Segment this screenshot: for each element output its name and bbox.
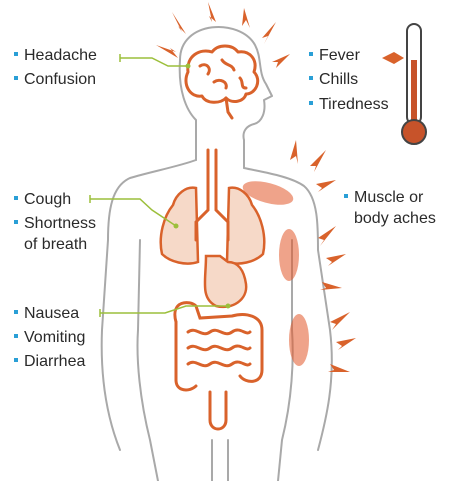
label-of-breath: of breath <box>14 235 87 255</box>
label-headache: Headache <box>14 46 97 66</box>
label-diarrhea: Diarrhea <box>14 352 85 372</box>
bullet-icon <box>14 220 18 224</box>
thermometer-icon <box>382 24 426 144</box>
label-muscle-or: Muscle or <box>344 188 423 208</box>
label-chills: Chills <box>309 70 358 90</box>
brain-icon <box>186 46 258 118</box>
label-vomiting: Vomiting <box>14 328 85 348</box>
label-confusion: Confusion <box>14 70 96 90</box>
bullet-icon <box>14 334 18 338</box>
bullet-icon <box>309 101 313 105</box>
bullet-icon <box>14 52 18 56</box>
bullet-icon <box>14 310 18 314</box>
label-fever: Fever <box>309 46 360 66</box>
bullet-icon <box>344 194 348 198</box>
bullet-icon <box>14 196 18 200</box>
label-shortness: Shortness <box>14 214 96 234</box>
bullet-icon <box>309 52 313 56</box>
label-nausea: Nausea <box>14 304 79 324</box>
bullet-icon <box>14 358 18 362</box>
bullet-icon <box>14 76 18 80</box>
label-tiredness: Tiredness <box>309 95 389 115</box>
intestines-icon <box>175 303 262 429</box>
label-cough: Cough <box>14 190 71 210</box>
lungs-icon <box>161 150 265 264</box>
bullet-icon <box>309 76 313 80</box>
label-body-aches: body aches <box>344 209 436 229</box>
